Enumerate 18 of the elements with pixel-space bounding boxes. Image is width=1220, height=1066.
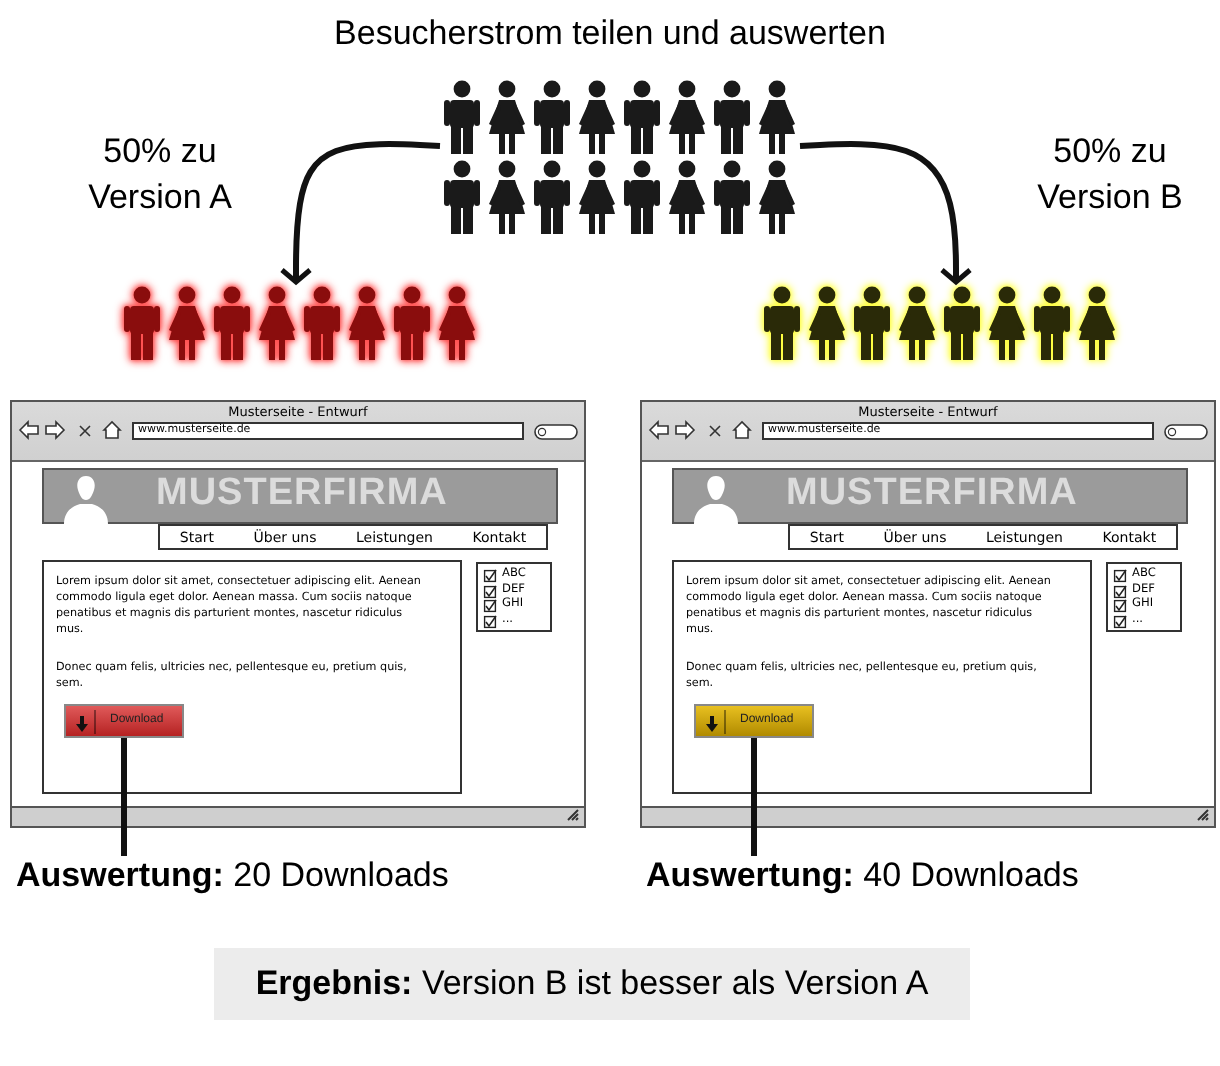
content-panel [672,560,1092,794]
result-text: Auswertung: 40 Downloads [646,856,1079,896]
checklist-panel [1106,562,1182,632]
navigation-bar [788,524,1178,550]
header-banner [42,468,558,524]
company-name: MUSTERFIRMA [786,472,1078,516]
result-text: Auswertung: 20 Downloads [16,856,449,896]
company-name: MUSTERFIRMA [156,472,448,516]
browser-window [10,400,586,828]
summary-text: Ergebnis: Version B ist besser als Version A [255,964,929,1004]
browser-window [640,400,1216,828]
content-panel [42,560,462,794]
arrow [799,141,973,285]
diagram-title: Besucherstrom teilen und auswerten [332,14,888,54]
header-banner [672,468,1188,524]
navigation-bar [158,524,548,550]
checklist-panel [476,562,552,632]
arrow [279,141,441,285]
